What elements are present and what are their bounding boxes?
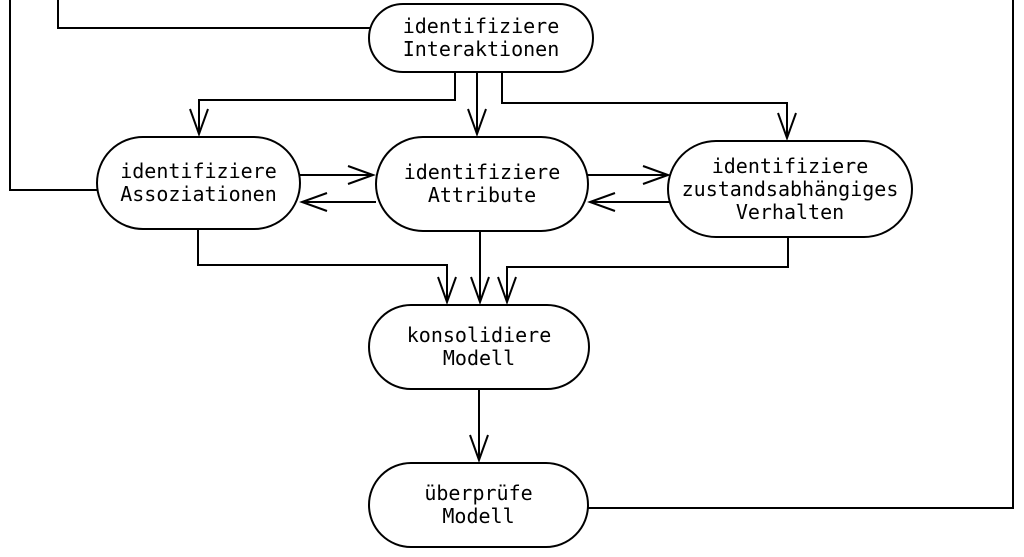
connector-line	[9, 0, 104, 191]
connector-line	[57, 0, 376, 29]
wire-verhalten-to-konsolidiere	[497, 236, 789, 305]
node-ueberpruefe-modell: überprüfe Modell	[368, 462, 589, 548]
node-label-line: identifiziere	[402, 14, 560, 38]
wire-verhalten-to-attribute	[587, 192, 670, 212]
node-label-line: identifiziere	[711, 153, 869, 178]
node-label-line: Interaktionen	[402, 37, 560, 61]
wire-offscreen-to-assoziationen	[9, 0, 104, 191]
arrowhead-left-icon	[299, 192, 328, 212]
connector-line	[501, 68, 788, 137]
wire-offscreen-to-interaktionen	[57, 0, 376, 29]
arrowhead-down-icon	[189, 108, 209, 137]
connector-line	[198, 68, 456, 133]
node-identifiziere-zustandsabhaengiges-verhalten: identifiziere zustandsabhängiges Verhalt…	[667, 140, 913, 238]
wire-assoziationen-to-konsolidiere	[197, 228, 457, 305]
node-identifiziere-interaktionen: identifiziere Interaktionen	[368, 3, 594, 73]
connector-line	[197, 228, 448, 301]
node-label-line: Attribute	[427, 183, 537, 207]
node-identifiziere-attribute: identifiziere Attribute	[375, 136, 589, 232]
node-label-line: Assoziationen	[120, 182, 277, 206]
arrowhead-down-icon	[470, 276, 490, 305]
node-label-line: Modell	[442, 504, 515, 528]
node-label-line: überprüfe	[424, 481, 533, 505]
arrowhead-left-icon	[587, 192, 616, 212]
wire-attribute-to-verhalten	[587, 165, 671, 185]
node-konsolidiere-modell: konsolidiere Modell	[368, 304, 590, 390]
wire-assoziationen-to-attribute	[299, 165, 376, 185]
arrowhead-down-icon	[469, 434, 489, 463]
arrowhead-down-icon	[497, 276, 517, 305]
arrowhead-right-icon	[347, 165, 376, 185]
wire-attribute-to-konsolidiere	[470, 230, 490, 305]
node-label-line: identifiziere	[120, 159, 277, 183]
wire-ueberpruefe-feedback	[586, 0, 1014, 509]
wire-attribute-to-assoziationen	[299, 192, 376, 212]
node-label-line: Modell	[442, 346, 516, 370]
arrowhead-down-icon	[467, 108, 487, 137]
node-label-line: identifiziere	[403, 160, 561, 184]
arrowhead-down-icon	[777, 112, 797, 141]
wire-interaktionen-to-assoziationen	[189, 68, 456, 137]
connector-line	[586, 0, 1014, 509]
wire-interaktionen-to-verhalten	[501, 68, 797, 141]
node-label-line: zustandsabhängiges	[681, 176, 899, 201]
node-identifiziere-assoziationen: identifiziere Assoziationen	[96, 136, 301, 230]
wire-konsolidiere-to-ueberpruefe	[469, 388, 489, 463]
connector-line	[506, 236, 789, 301]
node-label-line: konsolidiere	[406, 323, 552, 347]
wire-interaktionen-to-attribute	[467, 68, 487, 137]
arrowhead-down-icon	[437, 276, 457, 305]
node-label-line: Verhalten	[735, 199, 845, 224]
